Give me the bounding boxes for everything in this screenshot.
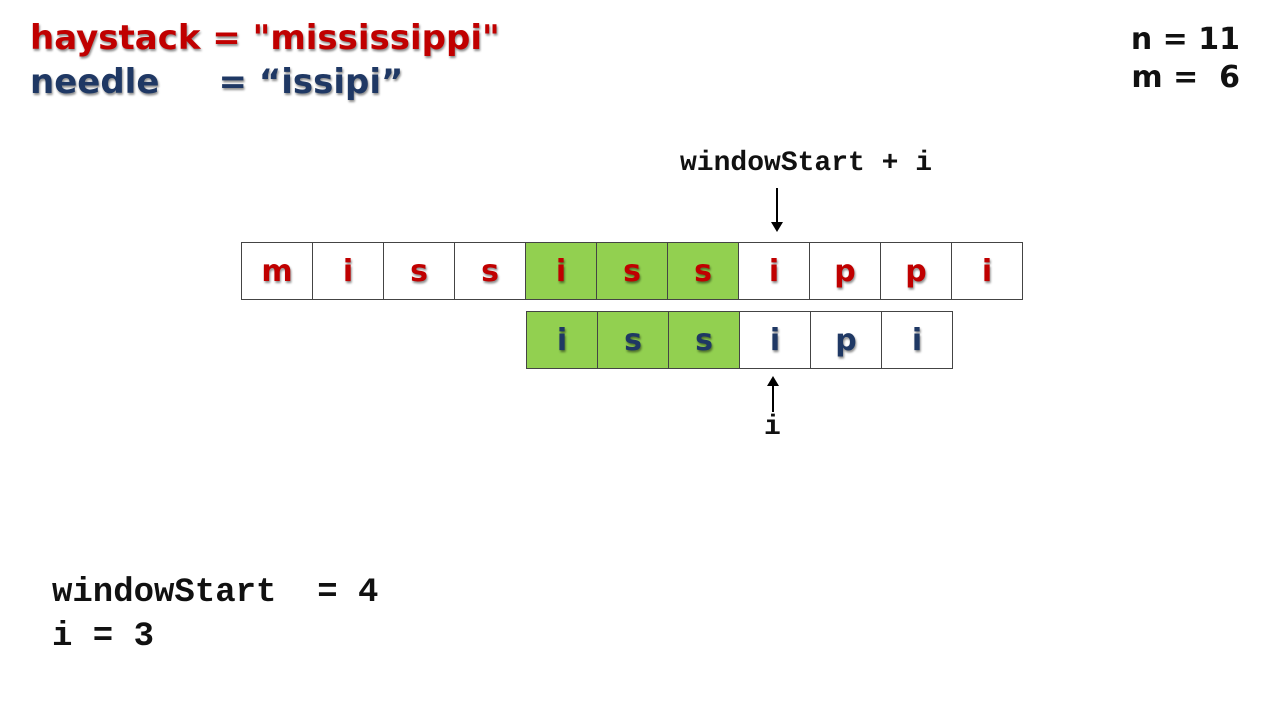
up-arrow-icon [767,376,779,412]
haystack-cell: s [596,242,668,300]
haystack-length: n = 11 [1130,22,1240,57]
haystack-cell: s [454,242,526,300]
haystack-cell: p [809,242,881,300]
haystack-cell: i [312,242,384,300]
haystack-cell: s [667,242,739,300]
haystack-definition: haystack = "mississippi" [30,18,500,58]
i-value: i = 3 [52,618,155,656]
haystack-cell: i [951,242,1023,300]
needle-cell: i [739,311,811,369]
haystack-cell: i [738,242,810,300]
haystack-cell: p [880,242,952,300]
needle-cell: s [597,311,669,369]
needle-cell: i [881,311,953,369]
needle-cell: s [668,311,740,369]
needle-cell: i [526,311,598,369]
haystack-cell: s [383,242,455,300]
haystack-cell: m [241,242,313,300]
needle-length: m = 6 [1131,60,1240,95]
i-pointer-label: i [764,412,781,443]
needle-definition: needle = “issipi” [30,62,404,102]
down-arrow-icon [771,188,783,232]
haystack-cell: i [525,242,597,300]
window-start-value: windowStart = 4 [52,574,379,612]
window-start-plus-i-label: windowStart + i [680,148,933,179]
needle-cell: p [810,311,882,369]
